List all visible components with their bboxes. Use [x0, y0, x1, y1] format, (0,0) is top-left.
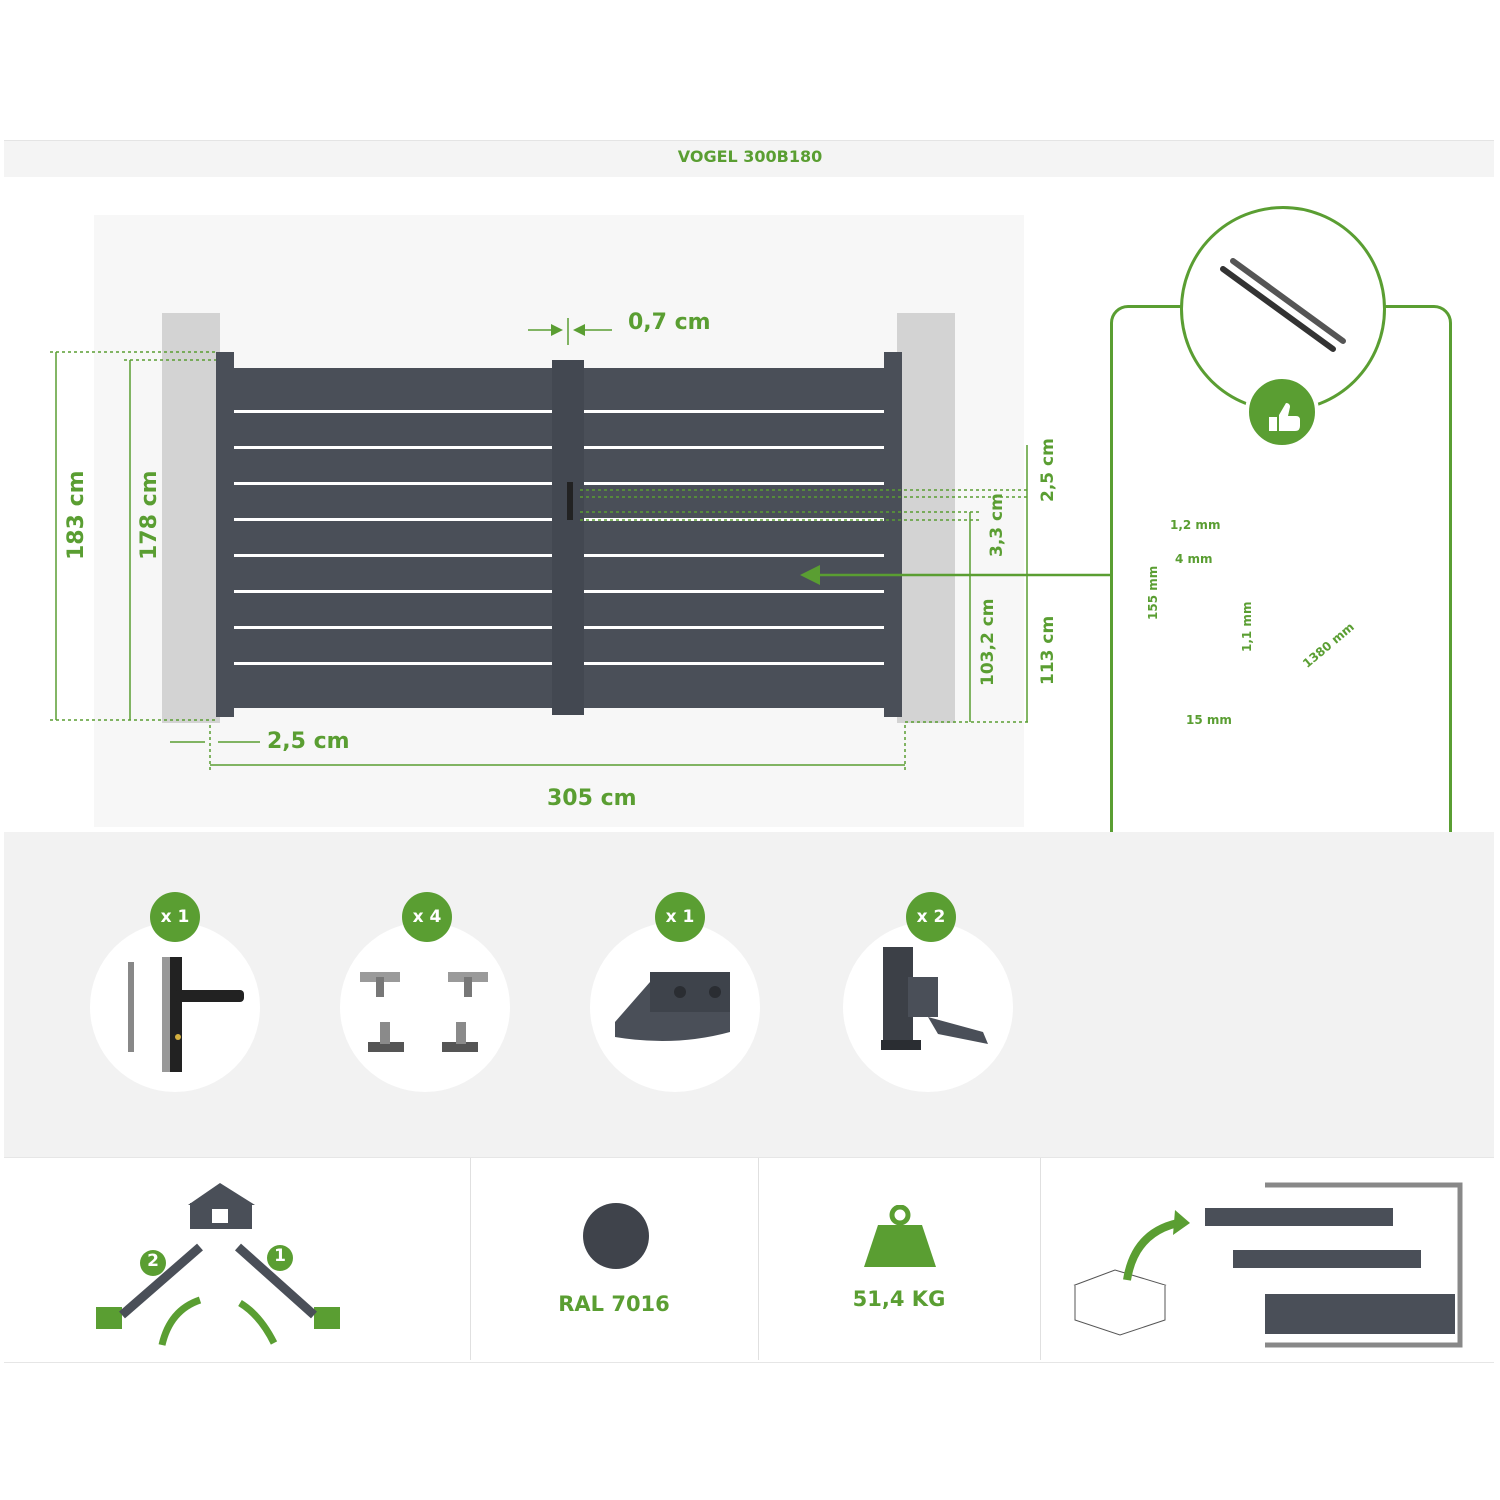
dim-slat-spacing: 2,5 cm: [1038, 438, 1058, 502]
gate-stopper-icon: [881, 947, 988, 1050]
profile-wall-top: 1,2 mm: [1170, 518, 1221, 532]
hinge-set-icon: [360, 972, 488, 1052]
dimension-lines: [50, 318, 1110, 770]
part-stop-qty: x 1: [655, 892, 705, 942]
gate-handle: [567, 482, 573, 520]
dim-lock-height: 113 cm: [1038, 615, 1058, 685]
part-stopper-qty: x 2: [906, 892, 956, 942]
profile-wall: 1,1 mm: [1240, 601, 1254, 652]
gate-left-leaf: [216, 352, 552, 717]
dim-total-height: 183 cm: [64, 470, 89, 560]
color-code: RAL 7016: [558, 1292, 670, 1316]
profile-depth: 15 mm: [1186, 713, 1232, 727]
profile-insert: 4 mm: [1175, 552, 1213, 566]
opening-step-1: 1: [274, 1246, 286, 1266]
part-handle-circle: [90, 922, 260, 1092]
handle-lock-icon: [128, 957, 244, 1072]
dim-side-gap: 2,5 cm: [267, 729, 350, 754]
dim-slat-gap: 0,7 cm: [628, 310, 711, 335]
weight-icon: [864, 1205, 936, 1267]
slat-gaps: [234, 410, 884, 665]
feature-divider: [470, 1158, 471, 1360]
part-hinge-qty: x 4: [402, 892, 452, 942]
screws-icon: [1220, 258, 1346, 352]
part-hinge-circle: [340, 922, 510, 1092]
weight-value: 51,4 KG: [852, 1287, 946, 1311]
gate-center-post: [552, 360, 584, 715]
profile-height: 155 mm: [1146, 565, 1160, 620]
center-stop-icon: [615, 972, 730, 1041]
page-title: VOGEL 300B180: [677, 147, 823, 166]
dim-total-width: 305 cm: [547, 786, 637, 811]
color-swatch: [583, 1203, 649, 1269]
feature-divider: [1040, 1158, 1041, 1360]
dim-handle-height: 103,2 cm: [978, 598, 998, 686]
part-stopper-circle: [843, 922, 1013, 1092]
right-pillar: [897, 313, 955, 723]
gate-right-leaf: [584, 352, 902, 717]
title-bar: [4, 140, 1494, 177]
opening-step-2: 2: [147, 1251, 159, 1271]
part-stop-circle: [590, 922, 760, 1092]
feature-divider: [758, 1158, 759, 1360]
opening-direction-icon: [96, 1183, 340, 1346]
dim-gate-height: 178 cm: [137, 470, 162, 560]
part-handle-qty: x 1: [150, 892, 200, 942]
assembly-icon: [1073, 1182, 1463, 1348]
dim-slat-height: 3,3 cm: [987, 493, 1007, 557]
left-pillar: [162, 313, 220, 723]
thumbs-up-icon: [1245, 375, 1319, 449]
